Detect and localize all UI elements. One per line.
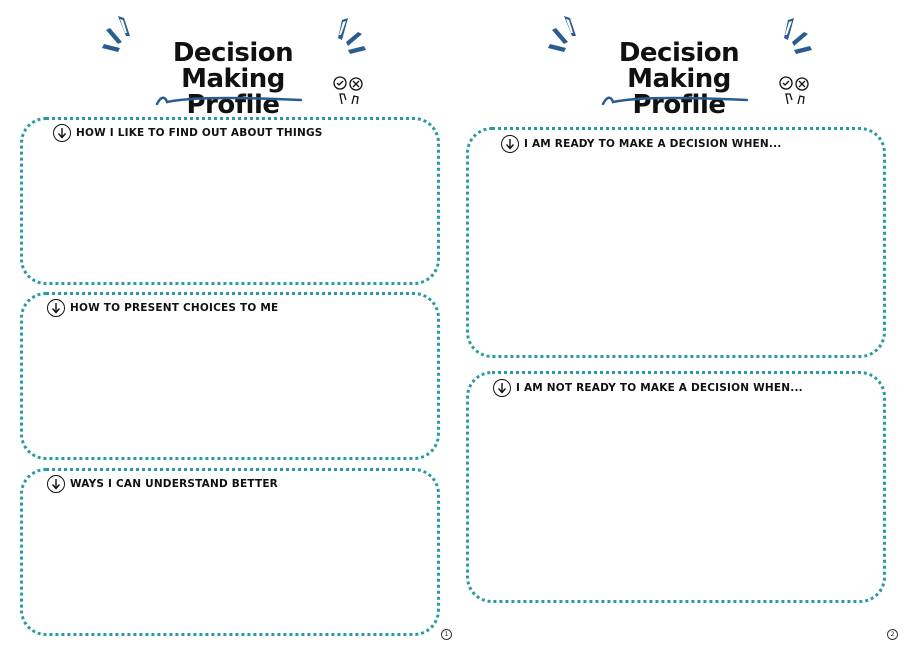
section-box[interactable]: I AM READY TO MAKE A DECISION WHEN... <box>466 127 886 358</box>
arrow-down-circle-icon <box>501 135 519 153</box>
section-header: HOW I LIKE TO FIND OUT ABOUT THINGS <box>53 124 323 142</box>
right-page: Decision Making Profile I AM READY TO MA… <box>456 0 912 655</box>
section-label: I AM NOT READY TO MAKE A DECISION WHEN..… <box>516 382 803 394</box>
left-page: Decision Making Profile HOW I LIKE TO FI… <box>20 16 452 640</box>
title-line-1: Decision Making <box>618 38 740 94</box>
title-line-2: Profile <box>186 90 280 120</box>
page-title: Decision Making Profile <box>128 40 338 118</box>
sparkle-accent-icon <box>338 18 366 54</box>
section-label: I AM READY TO MAKE A DECISION WHEN... <box>524 138 782 150</box>
arrow-down-circle-icon <box>493 379 511 397</box>
arrow-down-circle-icon <box>47 475 65 493</box>
page-number: 1 <box>441 629 452 640</box>
section-header: WAYS I CAN UNDERSTAND BETTER <box>47 475 278 493</box>
title-underline <box>155 96 303 106</box>
section-header: I AM NOT READY TO MAKE A DECISION WHEN..… <box>493 379 803 397</box>
arrow-down-circle-icon <box>47 299 65 317</box>
decision-hands-icon <box>333 76 363 105</box>
sparkle-accent-icon <box>548 16 576 52</box>
sparkle-accent-icon <box>784 18 812 54</box>
sparkle-accent-icon <box>102 16 130 52</box>
section-header: HOW TO PRESENT CHOICES TO ME <box>47 299 278 317</box>
section-label: HOW I LIKE TO FIND OUT ABOUT THINGS <box>76 127 323 139</box>
section-box[interactable]: I AM NOT READY TO MAKE A DECISION WHEN..… <box>466 371 886 603</box>
arrow-down-circle-icon <box>53 124 71 142</box>
title-line-1: Decision Making <box>172 38 294 94</box>
page-number: 2 <box>887 629 898 640</box>
section-label: WAYS I CAN UNDERSTAND BETTER <box>70 478 278 490</box>
page-title: Decision Making Profile <box>574 40 784 118</box>
title-line-2: Profile <box>632 90 726 120</box>
section-box[interactable]: HOW TO PRESENT CHOICES TO ME <box>20 292 440 460</box>
decision-hands-icon <box>779 76 809 105</box>
title-underline <box>601 96 749 106</box>
section-label: HOW TO PRESENT CHOICES TO ME <box>70 302 279 314</box>
section-header: I AM READY TO MAKE A DECISION WHEN... <box>501 135 782 153</box>
section-box[interactable]: WAYS I CAN UNDERSTAND BETTER <box>20 468 440 636</box>
section-box[interactable]: HOW I LIKE TO FIND OUT ABOUT THINGS <box>20 117 440 285</box>
